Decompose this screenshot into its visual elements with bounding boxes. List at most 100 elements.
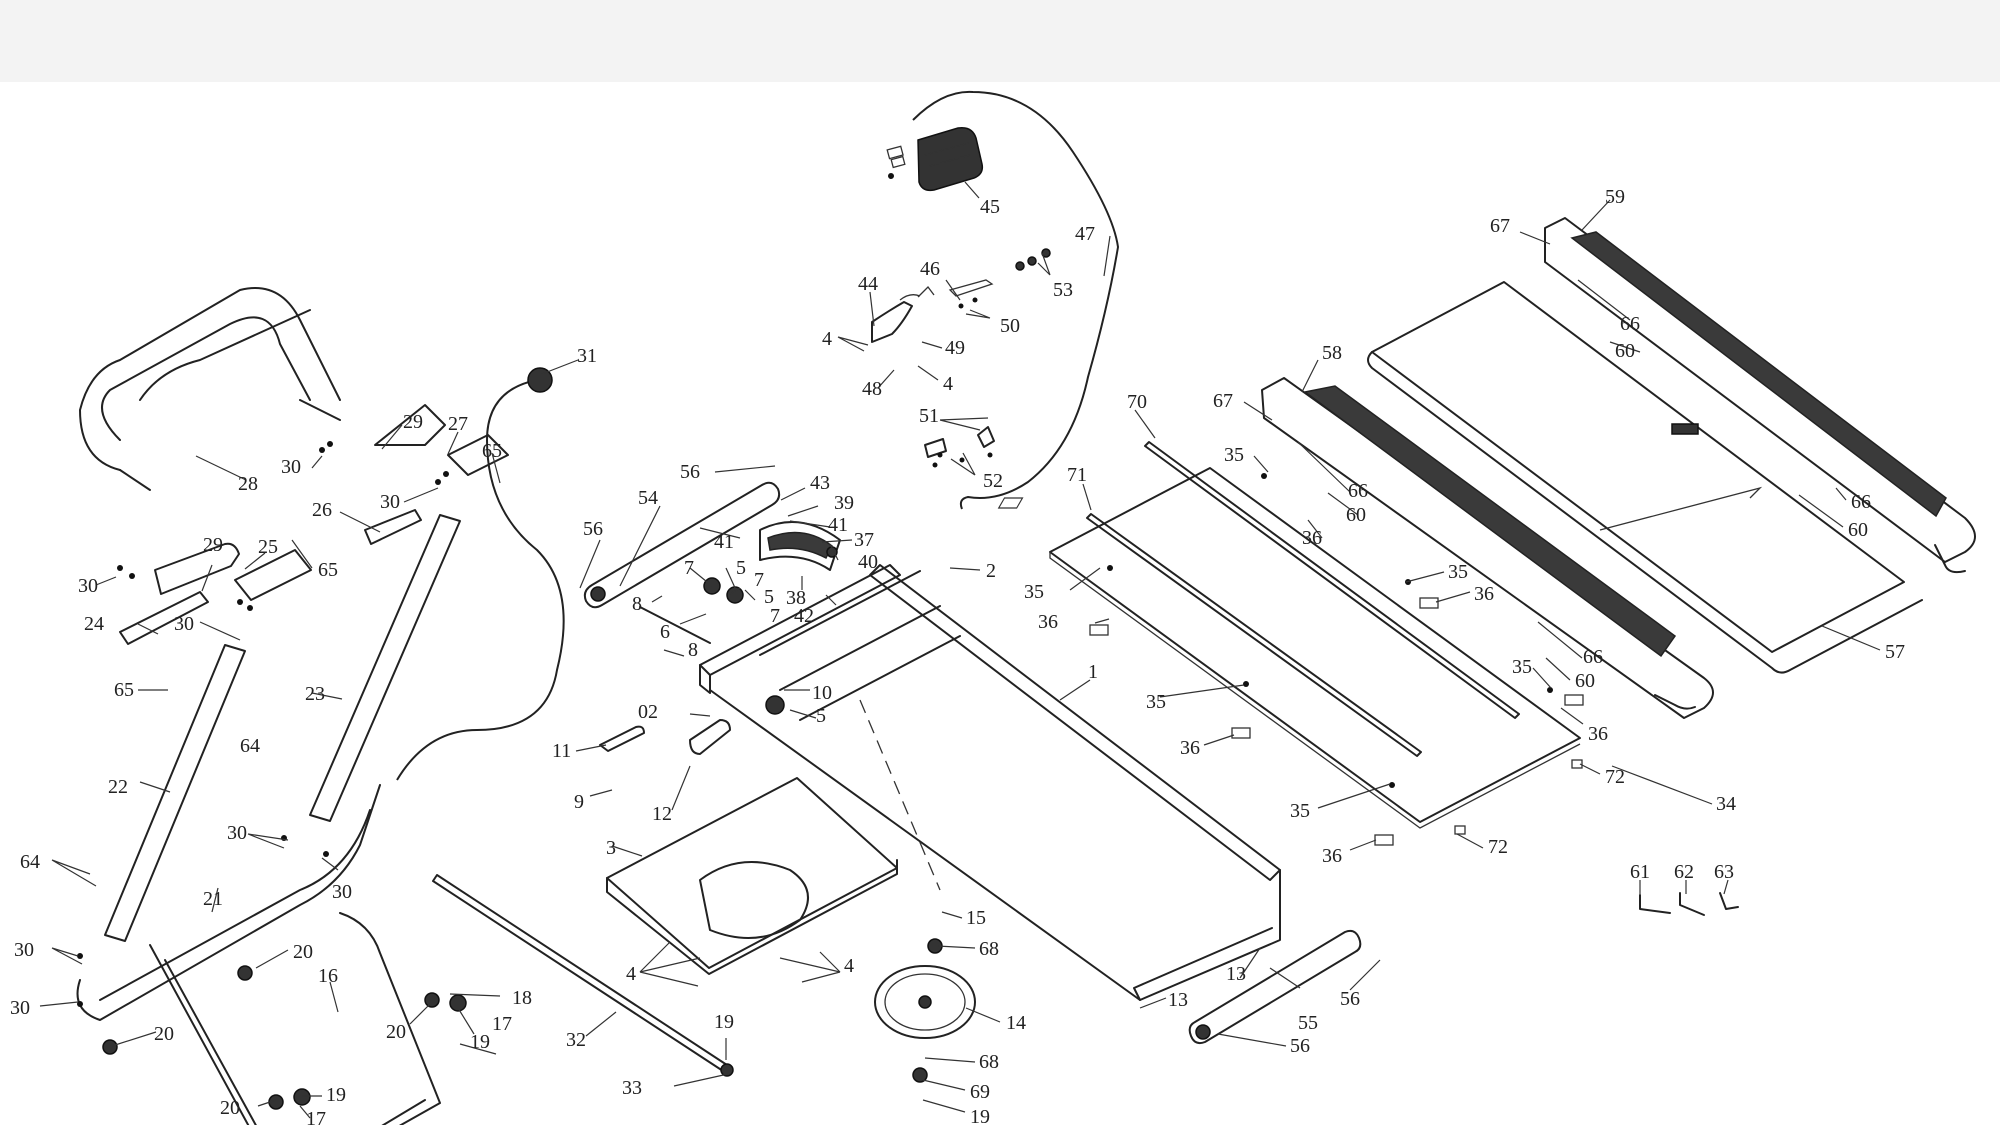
callout-65-b: 65: [318, 559, 338, 581]
callout-68-b: 68: [979, 1051, 999, 1073]
callout-37: 37: [854, 529, 874, 551]
callout-6: 6: [660, 621, 670, 643]
console-display: [886, 126, 984, 192]
callout-7-c: 7: [770, 605, 780, 627]
callout-30-a: 30: [281, 456, 301, 478]
callout-69: 69: [970, 1081, 990, 1103]
callout-54: 54: [638, 487, 658, 509]
sensor-bracket: [871, 279, 994, 343]
callout-12: 12: [652, 803, 672, 825]
callout-4-lower: 4: [943, 373, 953, 395]
callout-64-a: 64: [240, 735, 260, 757]
callout-58: 58: [1322, 342, 1342, 364]
handlebar-28: [79, 287, 341, 491]
small-bracket-51-52: [924, 426, 995, 468]
callout-28: 28: [238, 473, 258, 495]
callout-66-top: 66: [1620, 313, 1640, 335]
callout-65-a: 65: [482, 440, 502, 462]
callout-56-a: 56: [680, 461, 700, 483]
callout-50: 50: [1000, 315, 1020, 337]
bolts-30: [77, 441, 449, 1007]
callout-41-b: 41: [828, 514, 848, 536]
callout-16: 16: [318, 965, 338, 987]
main-frame-1: [699, 564, 1281, 1001]
callout-35-b: 35: [1448, 561, 1468, 583]
callout-5-b: 5: [764, 586, 774, 608]
strip-70: [1144, 441, 1520, 719]
callout-46: 46: [920, 258, 940, 280]
callout-57: 57: [1885, 641, 1905, 663]
callout-17-a: 17: [492, 1013, 512, 1035]
callout-36-b: 36: [1474, 583, 1494, 605]
callout-27: 27: [448, 413, 468, 435]
running-belt-57: [1367, 281, 1923, 674]
callout-17-b: 17: [306, 1108, 326, 1125]
callout-66-right: 66: [1851, 491, 1871, 513]
callout-19-a: 19: [470, 1031, 490, 1053]
callout-56-d: 56: [1340, 988, 1360, 1010]
callout-7-a: 7: [684, 557, 694, 579]
callout-11: 11: [552, 740, 571, 762]
callout-20-b: 20: [154, 1023, 174, 1045]
rear-roller-55: [1188, 929, 1362, 1045]
callout-51: 51: [919, 405, 939, 427]
callout-21: 21: [203, 888, 223, 910]
callout-56-c: 56: [1290, 1035, 1310, 1057]
callout-10: 10: [812, 682, 832, 704]
callout-43: 43: [810, 472, 830, 494]
callout-52: 52: [983, 470, 1003, 492]
side-rail-59: [1544, 217, 1976, 574]
callout-32: 32: [566, 1029, 586, 1051]
callout-20-c: 20: [386, 1021, 406, 1043]
callout-55: 55: [1298, 1012, 1318, 1034]
callout-67-top: 67: [1490, 215, 1510, 237]
callout-02: 02: [638, 701, 658, 723]
callout-13-b: 13: [1226, 963, 1246, 985]
callout-30-e: 30: [227, 822, 247, 844]
callout-24: 24: [84, 613, 104, 635]
callout-35-e: 35: [1146, 691, 1166, 713]
deck-board-34: [1049, 467, 1581, 829]
callout-60-top: 60: [1615, 340, 1635, 362]
callout-26: 26: [312, 499, 332, 521]
callout-47: 47: [1075, 223, 1095, 245]
flywheel-14: [874, 938, 976, 1083]
callout-20-a: 20: [293, 941, 313, 963]
callout-23: 23: [305, 683, 325, 705]
uprights-22-23: [104, 514, 461, 942]
callout-4-left: 4: [626, 963, 636, 985]
callout-8-a: 8: [632, 593, 642, 615]
callout-7-b: 7: [754, 569, 764, 591]
callout-19-d: 19: [970, 1106, 990, 1125]
callout-5-a: 5: [736, 557, 746, 579]
motor-sensor: [527, 367, 553, 393]
callout-labels: 45 47 46 53 50 44 4 49 48 4 51 52 59 67 …: [10, 186, 1905, 1125]
callout-13-a: 13: [1168, 989, 1188, 1011]
callout-39: 39: [834, 492, 854, 514]
callout-15: 15: [966, 907, 986, 929]
callout-35-c: 35: [1024, 581, 1044, 603]
callout-4-upper: 4: [822, 328, 832, 350]
callout-67-mid: 67: [1213, 390, 1233, 412]
callout-56-b: 56: [583, 518, 603, 540]
top-bar: [0, 0, 2000, 82]
callout-36-f: 36: [1322, 845, 1342, 867]
callout-59: 59: [1605, 186, 1625, 208]
callout-19-b: 19: [326, 1084, 346, 1106]
callout-65-c: 65: [114, 679, 134, 701]
motor-wire-31: [396, 379, 565, 781]
side-rail-58: [1261, 377, 1714, 719]
callout-3: 3: [606, 837, 616, 859]
callout-8-b: 8: [688, 639, 698, 661]
callout-36-d: 36: [1588, 723, 1608, 745]
callout-40: 40: [858, 551, 878, 573]
console-cable: [912, 90, 1120, 510]
callout-30-b: 30: [380, 491, 400, 513]
callout-22: 22: [108, 776, 128, 798]
callout-25: 25: [258, 536, 278, 558]
callout-64-b: 64: [20, 851, 40, 873]
strip-71: [1086, 513, 1422, 757]
callout-66-mid: 66: [1348, 480, 1368, 502]
callout-29-a: 29: [403, 411, 423, 433]
callout-4-right: 4: [844, 955, 854, 977]
